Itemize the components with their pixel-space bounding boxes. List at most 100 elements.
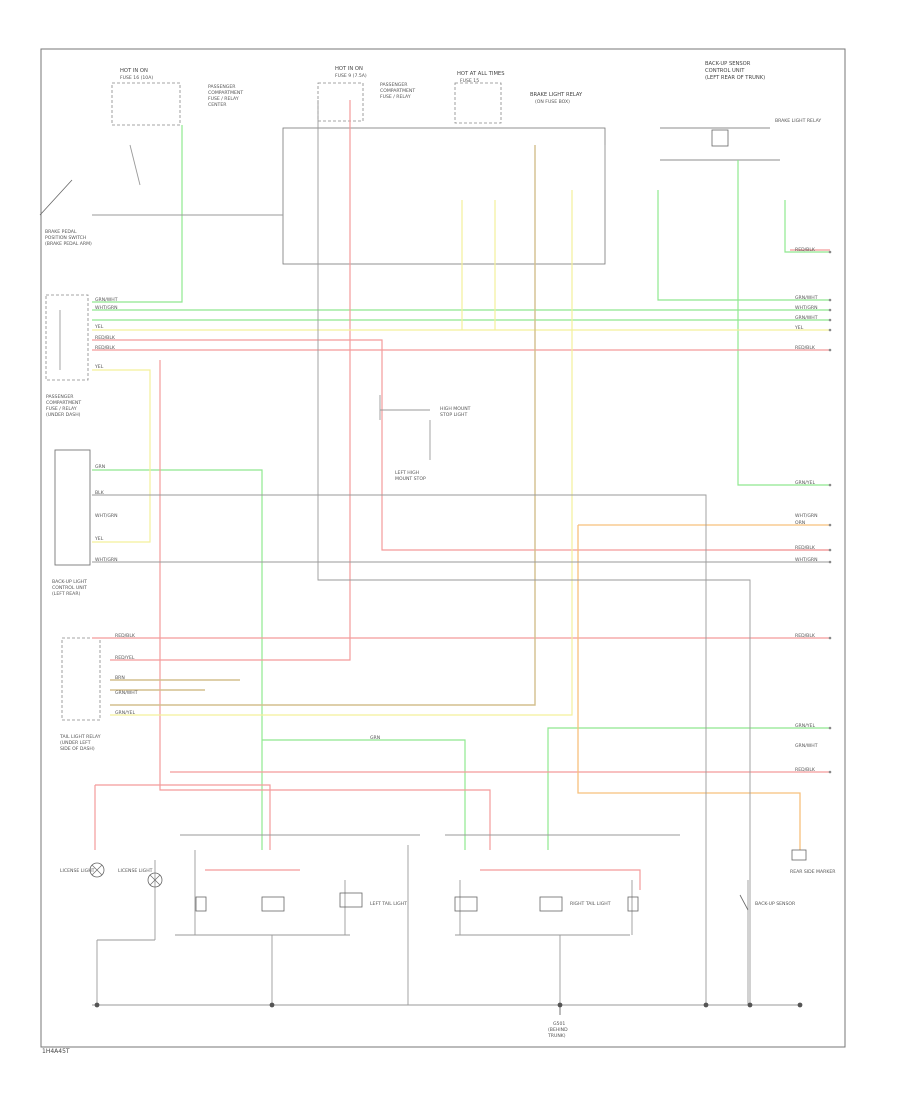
fuse-block-c: HOT AT ALL TIMES FUSE 15 BRAKE LIGHT REL… (454, 71, 583, 124)
pcm-2: COMPARTMENT (46, 400, 81, 406)
wl-l6: YEL (94, 364, 104, 370)
pcm-1: PASSENGER (46, 394, 74, 400)
left-tail-text: LEFT TAIL LIGHT (370, 901, 407, 907)
fuse-c-sub: FUSE 15 (460, 78, 479, 84)
wl-l2: WHT/GRN (95, 305, 118, 311)
wl-r4: GRN/WHT (795, 315, 818, 321)
hi-mount-2: STOP LIGHT (440, 412, 467, 418)
gnd-1: G501 (553, 1021, 565, 1027)
wl-r11: WHT/GRN (795, 557, 818, 563)
pcm-connector: PASSENGER COMPARTMENT FUSE / RELAY (UNDE… (45, 294, 89, 418)
wl-r6: RED/BLK (795, 345, 816, 351)
wl-r12: RED/BLK (795, 633, 816, 639)
wl-r9: ORN (795, 520, 805, 526)
top-right-2: CONTROL UNIT (705, 68, 745, 74)
right-wire-labels: RED/BLK GRN/WHT WHT/GRN GRN/WHT YEL RED/… (794, 247, 818, 773)
red-wires (92, 100, 830, 890)
gnd-3: TRUNK) (547, 1033, 566, 1039)
black-wires (59, 100, 830, 1006)
bps-1: BRAKE PEDAL (45, 229, 77, 235)
wl-l3: YEL (94, 324, 104, 330)
hi-mount-3: LEFT HIGH (395, 470, 419, 476)
fuse-b-desc1: PASSENGER (380, 82, 408, 88)
fuse-b-desc3: FUSE / RELAY (380, 94, 411, 100)
wl-r8: WHT/GRN (795, 513, 818, 519)
wl-l16: GRN/YEL (115, 710, 135, 716)
fuse-block-a: HOT IN ON FUSE 16 (10A) PASSENGER COMPAR… (111, 68, 243, 126)
diagram-frame (40, 48, 846, 1048)
wl-l5: RED/BLK (95, 345, 116, 351)
wl-l13: RED/YEL (115, 655, 135, 661)
bps-2: POSITION SWITCH (45, 235, 86, 241)
wl-mid1: GRN (370, 735, 380, 741)
wl-r7: GRN/YEL (795, 480, 815, 486)
diagram-code: 1H4A45T (42, 1048, 70, 1055)
fuse-b-region (282, 127, 606, 265)
backup-sensor: BACK-UP SENSOR (739, 894, 796, 911)
wl-r14: GRN/WHT (795, 743, 818, 749)
tan-wires (110, 145, 536, 706)
top-right-3: (LEFT REAR OF TRUNK) (705, 75, 765, 81)
tlr-3: SIDE OF DASH) (60, 746, 95, 752)
fuse-b-title: HOT IN ON (335, 66, 363, 72)
wire-end-markers (828, 250, 832, 774)
left-tail-light: LEFT TAIL LIGHT (195, 892, 407, 912)
wl-l9: WHT/GRN (95, 513, 118, 519)
wl-l1: GRN/WHT (95, 297, 118, 303)
fuse-a-desc1: PASSENGER (208, 84, 236, 90)
backup-light-control-unit: BACK-UP LIGHT CONTROL UNIT (LEFT REAR) (52, 449, 91, 597)
relay-tr-label: BRAKE LIGHT RELAY (775, 118, 821, 124)
top-right-title: BACK-UP SENSOR CONTROL UNIT (LEFT REAR O… (705, 61, 765, 81)
blc-3: (LEFT REAR) (52, 591, 81, 597)
wl-l4: RED/BLK (95, 335, 116, 341)
wl-r1: RED/BLK (795, 247, 816, 253)
ground-point: G501 (BEHIND TRUNK) (94, 1002, 803, 1039)
fuse-a-desc2: COMPARTMENT (208, 90, 243, 96)
fuse-a-desc3: FUSE / RELAY (208, 96, 239, 102)
wl-l15: GRN/WHT (115, 690, 138, 696)
green-wires (92, 125, 830, 850)
bps-3: (BRAKE PEDAL ARM) (45, 241, 92, 247)
top-right-1: BACK-UP SENSOR (705, 61, 751, 67)
fuse-a-desc4: CENTER (208, 102, 227, 108)
orange-wires (577, 524, 830, 850)
wl-l14: BRN (115, 675, 125, 681)
wl-l11: WHT/GRN (95, 557, 118, 563)
tail-light-relay: TAIL LIGHT RELAY (UNDER LEFT SIDE OF DAS… (59, 637, 101, 752)
wl-l7: GRN (95, 464, 105, 470)
hi-mount-4: MOUNT STOP (395, 476, 426, 482)
pcm-3: FUSE / RELAY (46, 406, 77, 412)
wl-l10: YEL (94, 536, 104, 542)
fuse-c-title: HOT AT ALL TIMES (457, 71, 505, 77)
lic-r-text: LICENSE LIGHT (118, 868, 153, 874)
left-wire-labels: GRN/WHT WHT/GRN YEL RED/BLK RED/BLK YEL … (94, 297, 380, 741)
brake-pedal-switch: BRAKE PEDAL POSITION SWITCH (BRAKE PEDAL… (39, 179, 92, 247)
hi-mount-1: HIGH MOUNT (440, 406, 471, 412)
fuse-a-title: HOT IN ON (120, 68, 148, 74)
brake-light-relay-label: BRAKE LIGHT RELAY (530, 92, 583, 98)
bus-text: BACK-UP SENSOR (755, 901, 796, 907)
lic-l-text: LICENSE LIGHT (60, 868, 95, 874)
wl-r2: GRN/WHT (795, 295, 818, 301)
rear-side-marker: REAR SIDE MARKER (790, 849, 836, 875)
fuse-a-sub: FUSE 16 (10A) (120, 75, 153, 81)
wl-r3: WHT/GRN (795, 305, 818, 311)
wl-r10: RED/BLK (795, 545, 816, 551)
gnd-2: (BEHIND (548, 1027, 568, 1033)
yellow-wires (92, 190, 830, 716)
fuse-b-sub: FUSE 9 (7.5A) (335, 73, 367, 79)
wl-r5: YEL (794, 325, 804, 331)
relay-top-right: BRAKE LIGHT RELAY (660, 118, 821, 161)
fuse-block-b: HOT IN ON FUSE 9 (7.5A) PASSENGER COMPAR… (317, 66, 415, 122)
license-light-left: LICENSE LIGHT (60, 862, 105, 878)
wl-r15: RED/BLK (795, 767, 816, 773)
pcm-4: (UNDER DASH) (46, 412, 81, 418)
license-light-right: LICENSE LIGHT (118, 868, 163, 888)
blc-1: BACK-UP LIGHT (52, 579, 87, 585)
rsm-text: REAR SIDE MARKER (790, 869, 836, 875)
tlr-2: (UNDER LEFT (60, 740, 91, 746)
right-tail-light: RIGHT TAIL LIGHT (454, 896, 639, 912)
wl-l8: BLK (95, 490, 105, 496)
wl-l12: RED/BLK (115, 633, 136, 639)
